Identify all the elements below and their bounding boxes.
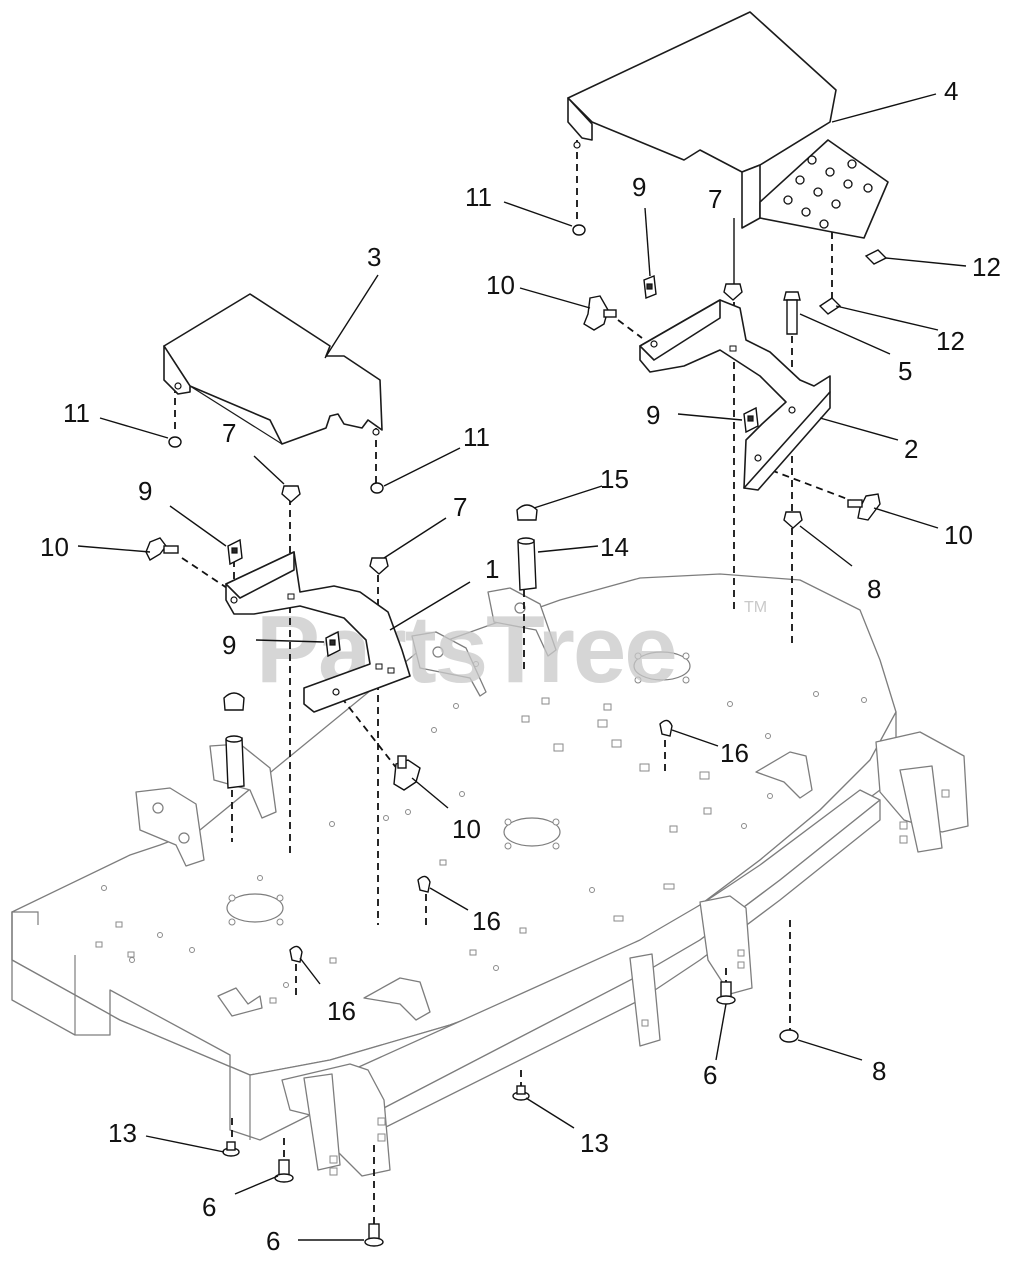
part-7-flange-nut[interactable]	[723, 283, 743, 301]
spindle-hole-center	[503, 817, 561, 847]
mower-deck	[11, 573, 969, 1177]
callout-10: 10	[40, 532, 69, 562]
part-9-clip-nut[interactable]	[743, 406, 759, 434]
callout-11: 11	[465, 182, 492, 212]
deck-front-left-bracket	[281, 1063, 391, 1177]
callout-9: 9	[222, 630, 236, 660]
deck-gusset-brackets	[217, 751, 813, 1021]
callout-labels: 1 2 3 4 5 6 6 6 7 7 7 8 8 9 9 9 9 10 10 …	[40, 76, 1001, 1256]
callout-8: 8	[867, 574, 881, 604]
callout-10: 10	[944, 520, 973, 550]
callout-11: 11	[463, 422, 490, 452]
callout-7: 7	[708, 184, 722, 214]
leader-lines	[77, 93, 967, 1241]
part-11-nut[interactable]	[370, 482, 384, 494]
part-4-right-cover[interactable]	[567, 11, 889, 239]
deck-small-openings	[95, 697, 712, 1004]
part-16-clip[interactable]	[289, 945, 303, 963]
part-8-nut[interactable]	[783, 511, 803, 529]
watermark-tm: TM	[744, 599, 767, 616]
part-8-nut[interactable]	[779, 1029, 799, 1043]
spindle-hole-right	[633, 651, 691, 681]
part-6-bolt[interactable]	[364, 1223, 384, 1247]
callout-16: 16	[472, 906, 501, 936]
hardware	[145, 224, 888, 1247]
callout-5: 5	[898, 356, 912, 386]
callout-6: 6	[202, 1192, 216, 1222]
callout-13: 13	[580, 1128, 609, 1158]
callout-9: 9	[646, 400, 660, 430]
callout-13: 13	[108, 1118, 137, 1148]
part-14-standoff[interactable]	[517, 537, 537, 591]
part-10-wing-knob[interactable]	[847, 493, 881, 521]
callout-2: 2	[904, 434, 918, 464]
part-9-clip-nut[interactable]	[643, 275, 657, 299]
spindle-bolt-holes	[228, 652, 690, 926]
callout-7: 7	[453, 492, 467, 522]
callout-9: 9	[632, 172, 646, 202]
deck-right-side-bracket	[875, 731, 969, 853]
part-10-wing-knob[interactable]	[583, 295, 617, 331]
callout-1: 1	[485, 554, 499, 584]
part-13-bolt[interactable]	[222, 1141, 240, 1157]
callout-9: 9	[138, 476, 152, 506]
bumper-lower	[379, 799, 881, 1131]
callout-10: 10	[452, 814, 481, 844]
part-9-clip-nut[interactable]	[227, 538, 243, 566]
part-11-nut[interactable]	[572, 224, 586, 236]
part-10-wing-knob[interactable]	[145, 537, 179, 561]
callout-7: 7	[222, 418, 236, 448]
deck-rear-center-bracket	[411, 587, 557, 697]
part-6-bolt[interactable]	[716, 981, 736, 1005]
spindle-hole-left	[226, 893, 284, 923]
deck-small-holes	[101, 661, 867, 988]
callout-3: 3	[367, 242, 381, 272]
callout-11: 11	[63, 398, 90, 428]
deck-corner-detail	[11, 911, 39, 960]
part-15-cap[interactable]	[223, 692, 245, 711]
deck-front-right-bracket	[629, 895, 753, 1047]
callout-6: 6	[266, 1226, 280, 1256]
part-12-clip[interactable]	[864, 249, 888, 265]
part-5-bolt[interactable]	[783, 291, 801, 335]
part-12-clip[interactable]	[818, 297, 842, 315]
callout-16: 16	[720, 738, 749, 768]
callout-6: 6	[703, 1060, 717, 1090]
part-16-clip[interactable]	[417, 875, 431, 893]
callout-8: 8	[872, 1056, 886, 1086]
part-15-cap[interactable]	[516, 504, 538, 521]
part-3-left-cover[interactable]	[163, 293, 383, 445]
callout-12: 12	[972, 252, 1001, 282]
part-2-right-bracket[interactable]	[639, 299, 831, 491]
callout-14: 14	[600, 532, 629, 562]
part-7-flange-nut[interactable]	[369, 557, 389, 575]
callout-15: 15	[600, 464, 629, 494]
part-14-standoff[interactable]	[225, 735, 245, 789]
callout-12: 12	[936, 326, 965, 356]
part-9-clip-nut[interactable]	[325, 630, 341, 658]
callout-16: 16	[327, 996, 356, 1026]
part-1-left-bracket[interactable]	[225, 551, 411, 713]
callout-4: 4	[944, 76, 958, 106]
part-11-nut[interactable]	[168, 436, 182, 448]
callout-10: 10	[486, 270, 515, 300]
part-7-flange-nut[interactable]	[281, 485, 301, 503]
part-16-clip[interactable]	[659, 719, 673, 737]
part-6-bolt[interactable]	[274, 1159, 294, 1183]
part-13-bolt[interactable]	[512, 1085, 530, 1101]
